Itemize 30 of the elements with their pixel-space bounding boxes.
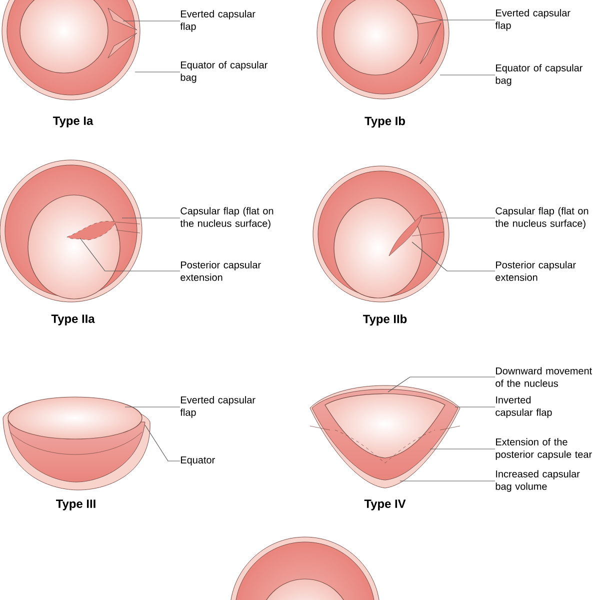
callout-text: Posterior capsular extension <box>496 261 576 281</box>
leader-line <box>454 406 496 408</box>
leader-line <box>144 424 180 462</box>
callout-text: Everted capsular flap <box>180 396 256 418</box>
callout-text: Everted capsular flap <box>495 9 570 31</box>
figure-label: Type III <box>56 500 96 510</box>
leader-line <box>388 376 496 392</box>
callout-text: Equator of capsular bag <box>180 61 268 83</box>
figure-label: Type IIa <box>51 314 95 326</box>
leader-line <box>124 406 180 408</box>
leader-line <box>122 20 180 22</box>
callout-text: Equator <box>181 456 215 466</box>
leader-line <box>440 74 496 76</box>
leader-line <box>430 448 496 450</box>
callout-text: Capsular flap (flat on the nucleus surface) <box>495 207 588 229</box>
figure-label: Type IV <box>364 500 406 510</box>
figure-label: Type IIb <box>363 314 407 326</box>
leader-line <box>80 238 180 272</box>
callout-text: Inverted capsular flap <box>496 396 552 418</box>
callout-text: Posterior capsular extension <box>180 261 261 281</box>
callout-text: Increased capsular bag volume <box>496 470 580 492</box>
figure-label: Type Ib <box>364 116 405 128</box>
callout-text: Equator of capsular bag <box>496 64 583 86</box>
leader-line <box>400 480 496 482</box>
callout-text: Everted capsular flap <box>180 10 256 32</box>
callout-text: Capsular flap (flat on the nucleus surface) <box>180 207 274 229</box>
figure-label: Type Ia <box>53 116 94 128</box>
callout-text: Extension of the posterior capsule tear <box>496 438 592 460</box>
leader-line <box>412 242 496 272</box>
callout-text: Downward movement of the nucleus <box>496 367 592 387</box>
